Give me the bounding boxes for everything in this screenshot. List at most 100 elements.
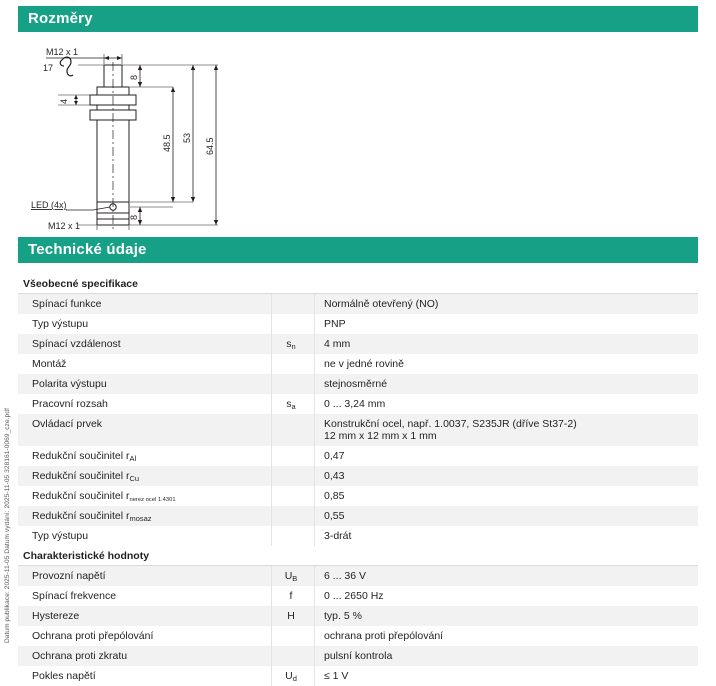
table-cell-label-subscript: Cu [129,474,140,483]
table-row: Redukční součinitel rmosaz 0,55 [18,506,698,526]
table-cell-value-line1: Konstrukční ocel, např. 1.0037, S235JR (… [324,418,577,430]
table-cell-symbol: sa [271,394,315,414]
table-cell-symbol [271,414,315,446]
table-cell-value: PNP [314,314,698,334]
table-cell-value: ochrana proti přepólování [314,626,698,646]
table-cell-value: 0,47 [314,446,698,466]
table-cell-symbol [271,626,315,646]
publication-stamp-text: Datum publikace: 2025-11-05 Datum vydání… [4,408,11,643]
label-thread-bottom: M12 x 1 [48,221,80,230]
label-dim-64-5: 64.5 [205,137,215,155]
table-cell-value: Konstrukční ocel, např. 1.0037, S235JR (… [314,414,698,446]
table-row: Redukční součinitel rAl 0,47 [18,446,698,466]
table-cell-value: 4 mm [314,334,698,354]
table-cell-symbol-subscript: d [292,674,297,683]
label-dim-bottom-8: 8 [129,215,139,220]
table-cell-symbol-text: s [286,338,292,350]
table-cell-value-line2: 12 mm x 12 mm x 1 mm [324,430,437,442]
table-row: Typ výstupu PNP [18,314,698,334]
label-dim-4: 4 [59,99,69,104]
table-cell-symbol: H [271,606,315,626]
sensor-outline-drawing: M12 x 1 M12 x 1 17 4 8 48.5 53 64.5 8 LE… [31,47,219,230]
section-header-technical: Technické údaje [18,237,698,263]
table-cell-value: typ. 5 % [314,606,698,626]
table-cell-value: 0,85 [314,486,698,506]
table-cell-value: 6 ... 36 V [314,565,698,586]
table-cell-symbol: sn [271,334,315,354]
table-cell-label-text: Redukční součinitel r [32,510,130,522]
table-cell-symbol [271,446,315,466]
table-cell-label: Redukční součinitel rmosaz [18,506,272,526]
label-led: LED (4x) [31,200,67,210]
table-cell-value: 0 ... 3,24 mm [314,394,698,414]
table-cell-symbol [271,526,315,546]
table-cell-label: Redukční součinitel rCu [18,466,272,486]
table-cell-symbol-subscript: a [291,402,296,411]
table-cell-label-text: Redukční součinitel r [32,470,130,482]
table-cell-label-text: Redukční součinitel r [32,490,130,502]
table-cell-symbol [271,293,315,314]
table-cell-symbol [271,354,315,374]
table-cell-label-subscript: mosaz [129,514,152,523]
table-group-label: Charakteristické hodnoty [18,546,698,566]
table-cell-value: 0,55 [314,506,698,526]
table-cell-symbol-subscript: n [291,342,296,351]
table-row: Polarita výstupu stejnosměrné [18,374,698,394]
table-cell-label: Provozní napětí [18,565,272,586]
table-cell-symbol: UB [271,565,315,586]
label-dim-53: 53 [182,133,192,143]
table-cell-label: Pracovní rozsah [18,394,272,414]
table-cell-symbol-text: U [285,670,293,682]
table-cell-label: Redukční součinitel rnerez ocel 1.4301 [18,486,272,506]
label-dim-top-8: 8 [129,75,139,80]
table-cell-symbol [271,466,315,486]
table-cell-label-subscript: nerez ocel 1.4301 [129,497,176,503]
table-row: Pokles napětí Ud ≤ 1 V [18,666,698,686]
label-dim-48-5: 48.5 [162,134,172,152]
table-cell-label: Typ výstupu [18,314,272,334]
table-cell-label: Pokles napětí [18,666,272,686]
section-header-dimensions: Rozměry [18,6,698,32]
table-cell-symbol [271,506,315,526]
table-cell-label: Hystereze [18,606,272,626]
table-cell-value: ≤ 1 V [314,666,698,686]
table-cell-symbol [271,646,315,666]
table-cell-label-subscript: Al [129,454,137,463]
table-group-header: Charakteristické hodnoty [18,546,698,566]
table-cell-value: stejnosměrné [314,374,698,394]
label-thread-top: M12 x 1 [46,47,78,57]
table-cell-label-text: Redukční součinitel r [32,450,130,462]
publication-stamp: Datum publikace: 2025-11-05 Datum vydání… [0,3,16,643]
dimension-drawing: M12 x 1 M12 x 1 17 4 8 48.5 53 64.5 8 LE… [18,40,268,230]
table-cell-value: ne v jedné rovině [314,354,698,374]
table-group-label: Všeobecné specifikace [18,274,698,294]
table-cell-label: Polarita výstupu [18,374,272,394]
table-row: Ochrana proti zkratu pulsní kontrola [18,646,698,666]
table-row: Redukční součinitel rnerez ocel 1.4301 0,… [18,486,698,506]
table-cell-label: Spínací vzdálenost [18,334,272,354]
table-cell-symbol: f [271,586,315,606]
table-row: Ovládací prvek Konstrukční ocel, např. 1.… [18,414,698,446]
table-cell-value: 3-drát [314,526,698,546]
table-cell-symbol [271,314,315,334]
table-cell-value: Normálně otevřený (NO) [314,293,698,314]
table-cell-symbol [271,486,315,506]
table-cell-label: Ovládací prvek [18,414,272,446]
table-cell-label: Ochrana proti zkratu [18,646,272,666]
table-group-header: Všeobecné specifikace [18,274,698,294]
table-cell-label: Redukční součinitel rAl [18,446,272,466]
table-cell-symbol [271,374,315,394]
table-cell-symbol-text: s [286,398,292,410]
table-cell-value: pulsní kontrola [314,646,698,666]
